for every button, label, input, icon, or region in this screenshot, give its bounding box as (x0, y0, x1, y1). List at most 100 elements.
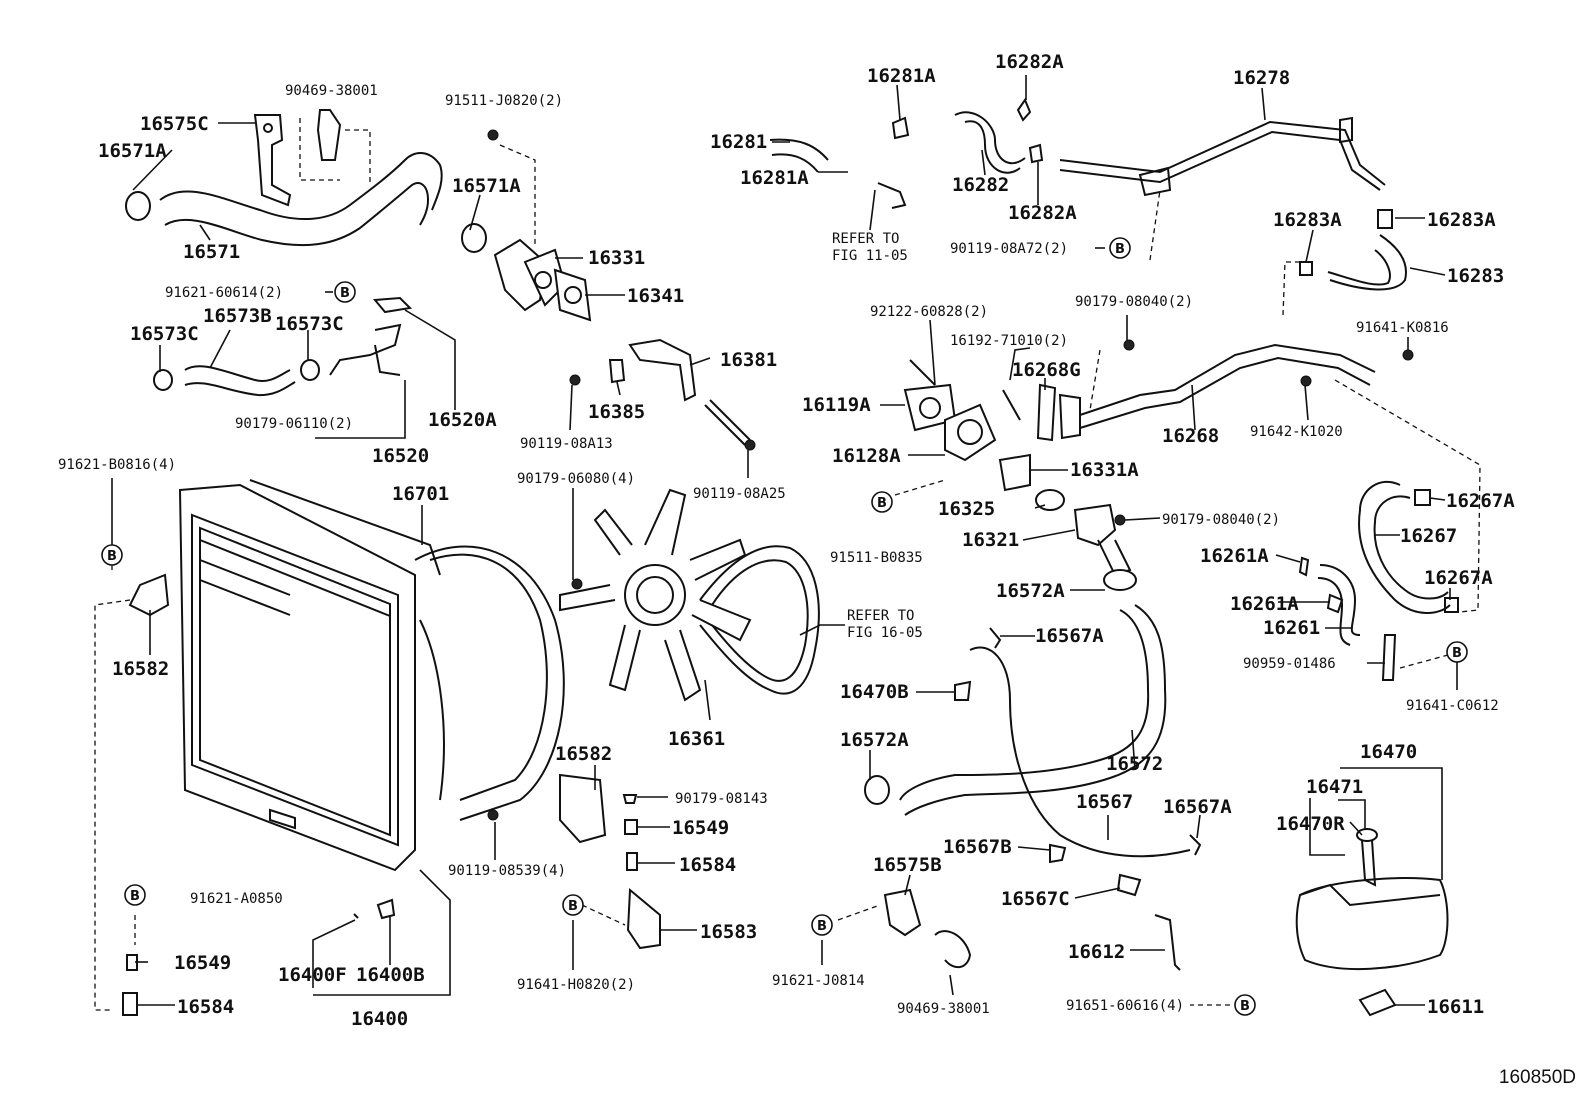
part-label: 16321 (962, 529, 1019, 551)
part-label: 16567A (1163, 796, 1232, 818)
part-label: 16573B (203, 305, 272, 327)
part-label: 16567A (1035, 625, 1104, 647)
bypass-pipe (153, 296, 413, 397)
ref-marker-b: B (101, 544, 123, 566)
radiator-support-bracket (122, 573, 661, 1016)
part-label: 16119A (802, 394, 871, 416)
part-label: 91641-H0820(2) (517, 977, 635, 993)
part-label: 16584 (177, 996, 234, 1018)
part-label: 16583 (700, 921, 757, 943)
part-label: FIG 11-05 (832, 248, 908, 264)
coolant-reservoir (1295, 828, 1449, 1017)
ref-marker-b: B (562, 894, 584, 916)
fan-shroud-stay (569, 338, 756, 451)
part-label: 16400F (278, 964, 347, 986)
part-label: 16267 (1400, 525, 1457, 547)
part-label: 16281 (710, 131, 767, 153)
part-label: 16278 (1233, 67, 1290, 89)
ref-marker-b: B (1446, 641, 1468, 663)
part-label: 91621-J0814 (772, 973, 865, 989)
svg-text:B: B (568, 899, 578, 914)
part-label: 16582 (555, 743, 612, 765)
part-label: 16281A (867, 65, 936, 87)
hose-16283 (1299, 209, 1407, 291)
part-label: 16572A (840, 729, 909, 751)
part-label: 16268G (1012, 359, 1081, 381)
part-label: 90119-08A25 (693, 486, 786, 502)
part-label: 16611 (1427, 996, 1484, 1018)
part-label: 16575C (140, 113, 209, 135)
part-label: 16470 (1360, 741, 1417, 763)
part-label: 16400B (356, 964, 425, 986)
radiator-assembly (178, 479, 565, 872)
part-label: 90959-01486 (1243, 656, 1336, 672)
part-label: 91641-C0612 (1406, 698, 1499, 714)
part-label: 90179-06110(2) (235, 416, 353, 432)
part-label: 16572 (1106, 753, 1163, 775)
part-label: 16584 (679, 854, 736, 876)
part-label: 16582 (112, 658, 169, 680)
svg-text:B: B (877, 496, 887, 511)
part-label: 16573C (130, 323, 199, 345)
ref-marker-b: B (1234, 994, 1256, 1016)
part-label: 91651-60616(4) (1066, 998, 1184, 1014)
cooling-fan (559, 488, 820, 702)
svg-text:B: B (107, 549, 117, 564)
part-label: 16268 (1162, 425, 1219, 447)
part-label: 90179-08040(2) (1162, 512, 1280, 528)
part-label: 16385 (588, 401, 645, 423)
part-label: 16325 (938, 498, 995, 520)
part-label: 90469-38001 (285, 83, 378, 99)
part-label: 16261A (1200, 545, 1269, 567)
part-label: 91511-J0820(2) (445, 93, 563, 109)
part-label: 16282 (952, 174, 1009, 196)
svg-text:B: B (817, 919, 827, 934)
upper-radiator-hose (125, 152, 487, 253)
part-label: 16283A (1427, 209, 1496, 231)
part-label: 16283A (1273, 209, 1342, 231)
part-label: 90119-08A72(2) (950, 241, 1068, 257)
part-label: 91511-B0835 (830, 550, 923, 566)
part-label: 16520 (372, 445, 429, 467)
part-label: 16267A (1424, 567, 1493, 589)
part-label: 16128A (832, 445, 901, 467)
ref-marker-b: B (811, 914, 833, 936)
part-label: 16567C (1001, 888, 1070, 910)
water-outlet (487, 129, 592, 322)
part-label: 16281A (740, 167, 809, 189)
dashed-reference-lines (94, 118, 1481, 1011)
part-label: 16192-71010(2) (950, 333, 1068, 349)
ref-marker-b: B (334, 281, 356, 303)
part-label: 90179-06080(4) (517, 471, 635, 487)
svg-text:B: B (1240, 999, 1250, 1014)
ref-marker-b: B (871, 491, 893, 513)
part-label: REFER TO (847, 608, 914, 624)
part-label: FIG 16-05 (847, 625, 923, 641)
part-label: 16331 (588, 247, 645, 269)
part-label: 16573C (275, 313, 344, 335)
part-label: 16331A (1070, 459, 1139, 481)
part-label: 16701 (392, 483, 449, 505)
part-label: 16267A (1446, 490, 1515, 512)
part-label: 90119-08539(4) (448, 863, 566, 879)
hose-bracket (253, 109, 342, 207)
diagram-code: 160850D (1498, 1067, 1576, 1088)
lower-radiator-hose (864, 604, 1167, 816)
part-label: 16361 (668, 728, 725, 750)
part-label: 16612 (1068, 941, 1125, 963)
part-label: 16567B (943, 836, 1012, 858)
part-label: 16571A (98, 140, 167, 162)
part-label: 16567 (1076, 791, 1133, 813)
part-label: 90179-08040(2) (1075, 294, 1193, 310)
thermostat-housing (903, 359, 1137, 591)
ref-marker-b: B (124, 884, 146, 906)
part-label: 16520A (428, 409, 497, 431)
leader-lines (111, 75, 1458, 1006)
part-label: REFER TO (832, 231, 899, 247)
part-label: 16572A (996, 580, 1065, 602)
part-label: 16261A (1230, 593, 1299, 615)
part-label: 16470R (1276, 813, 1345, 835)
svg-text:B: B (1115, 242, 1125, 257)
